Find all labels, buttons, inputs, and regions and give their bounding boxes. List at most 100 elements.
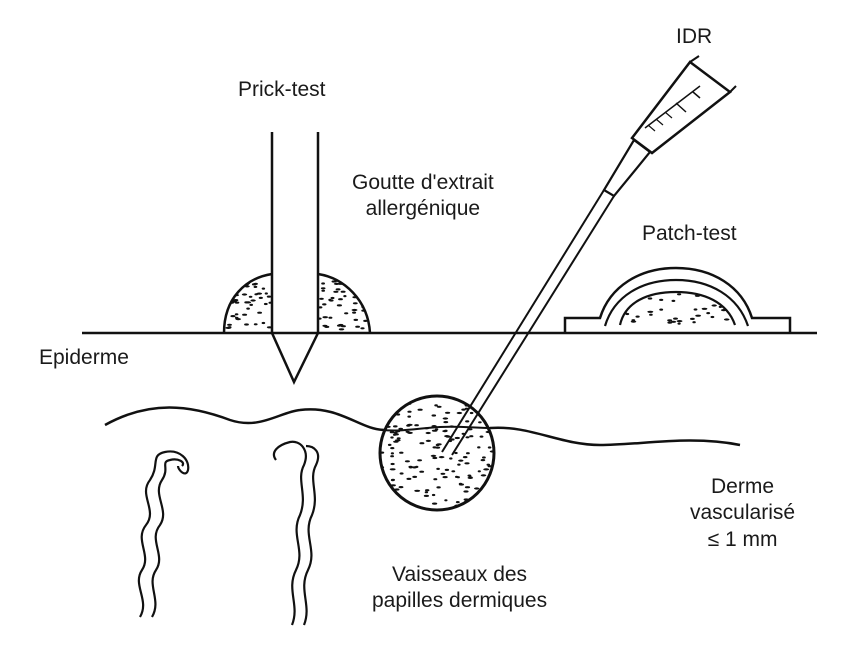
stipple-dot [424, 427, 429, 429]
stipple-dot [621, 301, 627, 303]
stipple-dot [659, 309, 663, 311]
stipple-dot [455, 476, 458, 478]
stipple-dot [649, 314, 653, 316]
stipple-dot [380, 422, 386, 424]
stipple-dot [464, 498, 469, 500]
stipple-dot [445, 469, 449, 471]
stipple-dot [432, 503, 437, 505]
stipple-dot [478, 470, 481, 472]
stipple-dot [468, 508, 472, 510]
stipple-dot [235, 318, 241, 320]
stipple-dot [224, 297, 229, 299]
stipple-dot [659, 299, 663, 301]
stipple-dot [480, 436, 484, 438]
stipple-dot [398, 397, 404, 399]
stipple-dot [390, 484, 396, 486]
stipple-dot [399, 486, 404, 488]
stipple-dot [412, 476, 417, 478]
stipple-dot [328, 299, 331, 301]
vaisseaux-label-line2: papilles dermiques [372, 588, 547, 614]
stipple-dot [678, 323, 681, 325]
stipple-dot [468, 477, 474, 479]
stipple-dot [380, 420, 385, 422]
stipple-dot [465, 420, 469, 422]
stipple-dot [230, 315, 235, 317]
stipple-dot [426, 432, 431, 434]
stipple-dot [414, 490, 420, 492]
stipple-dot [443, 476, 448, 478]
stipple-dot [393, 425, 398, 427]
stipple-dot [354, 319, 359, 321]
stipple-dot [628, 300, 632, 302]
stipple-dot [331, 297, 335, 299]
stipple-dot [435, 428, 438, 430]
stipple-dot [719, 306, 722, 308]
stipple-dot [409, 466, 413, 468]
label-goutte: Goutte d'extrait allergénique [352, 170, 494, 223]
stipple-dot [267, 296, 271, 298]
stipple-dot [488, 446, 492, 448]
stipple-dot [322, 316, 328, 318]
stipple-dot [407, 416, 411, 418]
stipple-dot [390, 436, 393, 438]
stipple-dot [432, 414, 437, 416]
stipple-dot [397, 437, 401, 439]
stipple-dot [477, 446, 480, 448]
stipple-dot [391, 463, 395, 465]
stipple-dot [459, 483, 464, 485]
stipple-dot [322, 303, 326, 305]
stipple-dot [631, 321, 637, 323]
stipple-dot [716, 294, 719, 296]
stipple-dot [482, 456, 486, 458]
stipple-dot [405, 460, 410, 462]
vaisseaux-label-line1: Vaisseaux des [372, 562, 547, 588]
stipple-dot [424, 495, 429, 497]
stipple-dot [694, 308, 698, 310]
stipple-dot [254, 286, 258, 288]
stipple-dot [412, 466, 417, 468]
stipple-dot [673, 318, 678, 320]
stipple-dot [319, 298, 324, 300]
stipple-dot [341, 291, 346, 293]
stipple-dot [358, 288, 362, 290]
stipple-dot [398, 428, 403, 430]
stipple-dot [333, 291, 338, 293]
stipple-dot [464, 462, 469, 464]
stipple-dot [380, 452, 384, 454]
stipple-dot [417, 459, 422, 461]
label-derme: Derme vascularisé ≤ 1 mm [690, 474, 795, 553]
stipple-dot [390, 447, 394, 449]
stipple-dot [481, 474, 487, 476]
stipple-dot [469, 435, 473, 437]
epiderme-label: Epiderme [39, 346, 129, 369]
stipple-dot [466, 436, 470, 438]
stipple-dot [431, 455, 437, 457]
goutte-label-line1: Goutte d'extrait [352, 170, 494, 196]
stipple-dot [432, 494, 435, 496]
stipple-dot [252, 283, 256, 285]
stipple-dot [667, 319, 672, 321]
stipple-dot [382, 417, 386, 419]
idr-label: IDR [676, 25, 712, 48]
stipple-dot [487, 464, 491, 466]
stipple-dot [337, 325, 342, 327]
stipple-dot [246, 308, 250, 310]
stipple-dot [383, 421, 387, 423]
stipple-dot [425, 491, 428, 493]
stipple-dot [395, 488, 400, 490]
stipple-dot [636, 316, 640, 318]
stipple-dot [481, 459, 486, 461]
stipple-dot [712, 304, 717, 306]
stipple-dot [235, 313, 239, 315]
stipple-dot [414, 424, 419, 426]
stipple-dot [432, 457, 437, 459]
stipple-dot [621, 305, 626, 307]
stipple-dot [339, 328, 345, 330]
label-vaisseaux: Vaisseaux des papilles dermiques [372, 562, 547, 615]
stipple-dot [249, 296, 253, 298]
stipple-dot [355, 326, 360, 328]
patch-test-label: Patch-test [642, 222, 737, 245]
stipple-dot [328, 317, 332, 319]
stipple-dot [231, 287, 234, 289]
